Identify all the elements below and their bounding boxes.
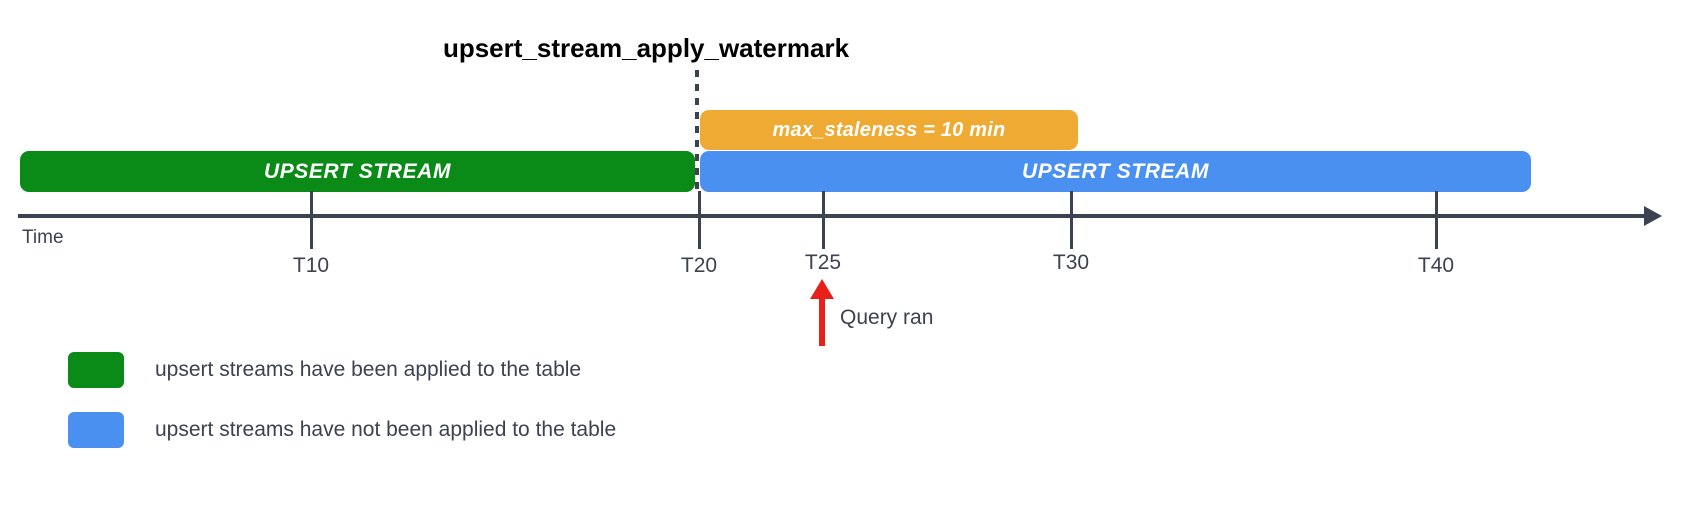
axis-tick-label-t30: T30 [1052,251,1090,274]
upsert-stream-applied-bar: UPSERT STREAM [20,151,695,192]
axis-tick-t10 [310,191,313,249]
max-staleness-bar: max_staleness = 10 min [700,110,1078,150]
axis-tick-t30 [1070,191,1073,249]
max-staleness-label: max_staleness = 10 min [772,118,1006,141]
query-ran-arrow-icon [810,279,834,299]
legend: upsert streams have been applied to the … [68,352,616,472]
axis-tick-t40 [1435,191,1438,249]
upsert-stream-applied-label: UPSERT STREAM [263,159,452,183]
legend-swatch-not-applied [68,412,124,448]
time-axis-arrow-icon [1644,206,1662,226]
axis-tick-label-t25: T25 [804,251,842,274]
legend-item-applied: upsert streams have been applied to the … [68,352,616,388]
upsert-stream-not-applied-bar: UPSERT STREAM [700,151,1531,192]
upsert-stream-not-applied-label: UPSERT STREAM [1021,159,1210,183]
legend-item-not-applied: upsert streams have not been applied to … [68,412,616,448]
watermark-dotted-line [695,70,699,190]
query-ran-arrow-shaft [819,296,825,346]
axis-tick-t20 [698,191,701,249]
axis-tick-label-t20: T20 [680,254,718,277]
axis-tick-t25 [822,191,825,249]
query-ran-label: Query ran [840,306,934,329]
time-axis-line [18,214,1652,218]
legend-label-not-applied: upsert streams have not been applied to … [155,418,617,441]
axis-tick-label-t10: T10 [292,254,330,277]
legend-swatch-applied [68,352,124,388]
page-title: upsert_stream_apply_watermark [442,33,850,63]
axis-tick-label-t40: T40 [1417,254,1455,277]
legend-label-applied: upsert streams have been applied to the … [155,358,582,381]
time-axis-label: Time [22,227,64,248]
